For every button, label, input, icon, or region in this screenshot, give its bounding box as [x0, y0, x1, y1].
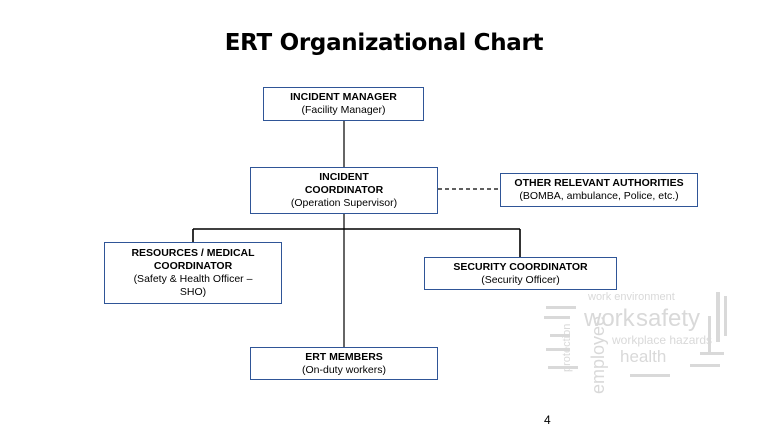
word-cloud-small-word — [716, 292, 720, 342]
resources-medical-subtitle-line1: (Safety & Health Officer – — [133, 273, 253, 285]
word-cloud-small-word — [708, 316, 711, 352]
incident-manager-subtitle: (Facility Manager) — [301, 104, 386, 116]
incident-coordinator-subtitle: (Operation Supervisor) — [290, 197, 398, 209]
ert-members-box: ERT MEMBERS (On-duty workers) — [250, 347, 438, 380]
incident-manager-title: INCIDENT MANAGER — [290, 91, 397, 103]
word-cloud-small-word — [546, 306, 576, 309]
word-cloud-word: workplace hazards — [611, 333, 712, 347]
word-cloud-word: employee — [588, 316, 608, 394]
other-authorities-box: OTHER RELEVANT AUTHORITIES (BOMBA, ambul… — [500, 173, 698, 207]
word-cloud-small-word — [548, 366, 578, 369]
word-cloud-small-word — [690, 364, 720, 367]
word-cloud-small-word — [700, 352, 724, 355]
other-authorities-subtitle: (BOMBA, ambulance, Police, etc.) — [519, 190, 679, 202]
word-cloud-small-word — [550, 334, 570, 337]
incident-coordinator-title-line1: INCIDENT — [319, 171, 369, 183]
ert-members-title: ERT MEMBERS — [305, 350, 383, 363]
resources-medical-title-line1: RESOURCES / MEDICAL — [131, 247, 255, 259]
word-cloud-word: protection — [561, 324, 573, 372]
word-cloud-small-word — [724, 296, 727, 336]
word-cloud-small-word — [546, 348, 570, 351]
word-cloud-word: health — [620, 347, 666, 366]
incident-coordinator-title-line2: COORDINATOR — [304, 184, 384, 196]
word-cloud-word: safety — [636, 305, 700, 332]
ert-members-subtitle: (On-duty workers) — [301, 363, 386, 376]
security-coordinator-title: SECURITY COORDINATOR — [453, 260, 588, 273]
word-cloud-word: work — [583, 305, 636, 332]
security-coordinator-subtitle: (Security Officer) — [481, 273, 560, 286]
chart-title: ERT Organizational Chart — [224, 30, 544, 56]
security-coordinator-box: SECURITY COORDINATOR (Security Officer) — [424, 257, 617, 290]
page-number: 4 — [544, 413, 551, 427]
incident-manager-box: INCIDENT MANAGER (Facility Manager) — [263, 87, 424, 121]
word-cloud-small-word — [630, 374, 670, 377]
resources-medical-title-line2: COORDINATOR — [153, 260, 233, 272]
other-authorities-title: OTHER RELEVANT AUTHORITIES — [514, 177, 684, 189]
resources-medical-box: RESOURCES / MEDICAL COORDINATOR (Safety … — [104, 242, 282, 304]
word-cloud-small-word — [544, 316, 570, 319]
word-cloud-word: work environment — [587, 291, 675, 303]
word-cloud-graphic: work environment work safety workplace h… — [544, 291, 727, 394]
resources-medical-subtitle-line2: SHO) — [179, 286, 207, 298]
incident-coordinator-box: INCIDENT COORDINATOR (Operation Supervis… — [250, 167, 438, 214]
